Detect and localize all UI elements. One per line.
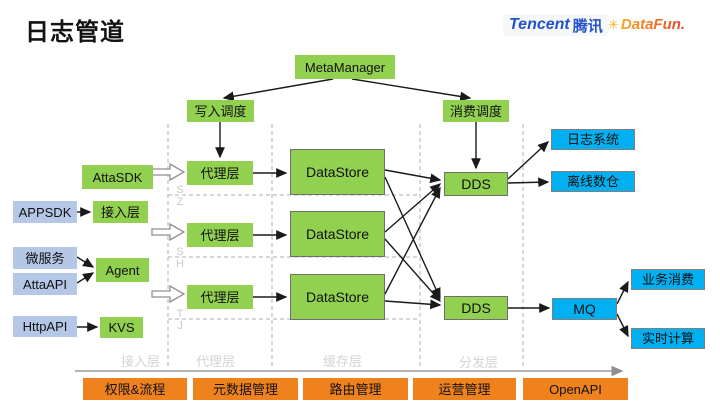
datafun-star-icon: ✳	[608, 16, 619, 32]
node-consume-schedule: 消费调度	[443, 100, 509, 122]
layer-label-dispatch: 分发层	[459, 355, 499, 370]
datafun-logo: ✳ DataFun.	[608, 16, 685, 33]
flow-arrows	[76, 78, 629, 338]
node-proxy-3: 代理层	[187, 285, 253, 309]
layer-label-proxy: 代理层	[196, 354, 236, 369]
node-dds-2: DDS	[444, 296, 508, 320]
node-datastore-2: DataStore	[290, 211, 385, 257]
region-label-sz: SZ	[176, 184, 184, 208]
node-mq: MQ	[552, 298, 617, 320]
node-proxy-2: 代理层	[187, 223, 253, 247]
node-microservice: 微服务	[13, 247, 77, 269]
layer-label-access: 接入层	[121, 354, 161, 369]
node-proxy-1: 代理层	[187, 161, 253, 185]
node-attasdk: AttaSDK	[82, 165, 153, 189]
datafun-logo-text: DataFun.	[620, 16, 686, 33]
node-kvs: KVS	[100, 317, 143, 338]
node-offline-dw: 离线数仓	[551, 171, 635, 192]
region-label-sh: SH	[176, 246, 184, 270]
node-dds-1: DDS	[444, 172, 508, 196]
bottom-bar-operations: 运营管理	[413, 378, 516, 400]
node-business-consume: 业务消费	[631, 269, 705, 290]
bottom-bar-metadata: 元数据管理	[193, 378, 298, 400]
node-attaapi: AttaAPI	[13, 273, 77, 295]
layer-label-cache: 缓存层	[323, 354, 363, 369]
node-agent: Agent	[96, 258, 149, 282]
tencent-logo: Tencent 腾讯	[503, 14, 609, 36]
tencent-cn-text: 腾讯	[572, 17, 603, 35]
node-appsdk: APPSDK	[13, 201, 77, 223]
page-title: 日志管道	[25, 19, 125, 46]
node-write-schedule: 写入调度	[187, 100, 254, 122]
node-metamanager: MetaManager	[295, 55, 395, 79]
bottom-bar-routing: 路由管理	[303, 378, 408, 400]
node-datastore-3: DataStore	[290, 274, 385, 320]
tencent-logo-text: Tencent	[509, 16, 570, 33]
block-arrows	[151, 162, 186, 304]
region-label-tj: TJ	[176, 308, 184, 332]
node-log-system: 日志系统	[551, 129, 635, 150]
node-httpapi: HttpAPI	[13, 316, 77, 337]
node-access-layer: 接入层	[93, 201, 148, 223]
bottom-bar-permission: 权限&流程	[83, 378, 187, 400]
node-realtime-compute: 实时计算	[631, 328, 705, 349]
node-datastore-1: DataStore	[290, 149, 385, 195]
bottom-bar-openapi: OpenAPI	[523, 378, 628, 400]
